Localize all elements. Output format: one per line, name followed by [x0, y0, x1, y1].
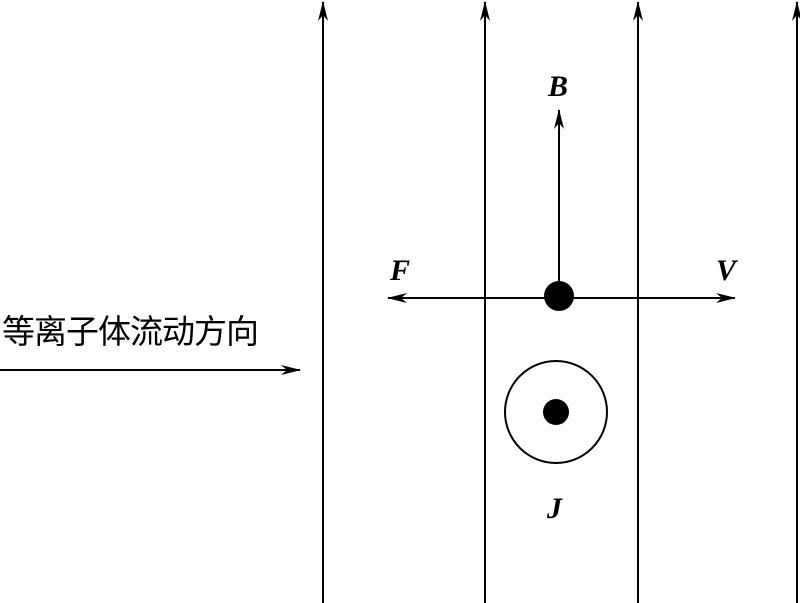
f-label: F — [390, 254, 411, 287]
plasma-flow-label: 等离子体流动方向 — [2, 312, 259, 351]
v-label: V — [716, 254, 737, 287]
j-label: J — [547, 492, 562, 525]
current-out-of-page-circle — [504, 360, 608, 464]
current-out-of-page-dot — [543, 399, 569, 425]
b-label: B — [548, 70, 569, 103]
particle-dot — [544, 281, 574, 311]
